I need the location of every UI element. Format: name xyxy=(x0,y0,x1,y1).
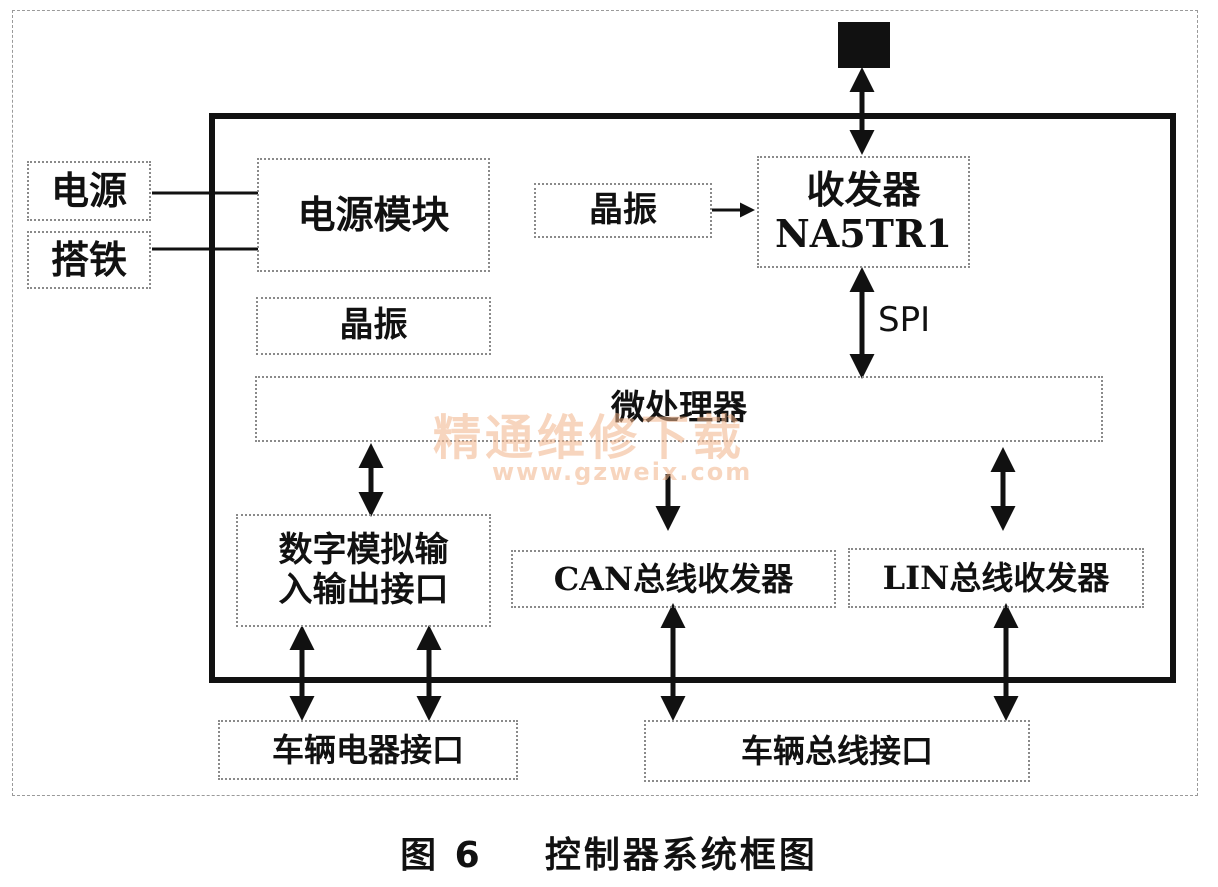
watermark-line2: www.gzweix.com xyxy=(492,458,753,486)
antenna-icon xyxy=(838,22,890,68)
transceiver-label-line2: NA5TR1 xyxy=(775,211,952,256)
lin-transceiver-label: LIN总线收发器 xyxy=(882,558,1110,597)
transceiver-label-line1: 收发器 xyxy=(806,167,921,213)
power-module-label: 电源模块 xyxy=(297,192,450,238)
analog-io-box: 数字模拟输 入输出接口 xyxy=(236,514,491,627)
microprocessor-box: 微处理器 xyxy=(255,376,1103,442)
vehicle-electrical-interface-box: 车辆电器接口 xyxy=(218,720,518,780)
transceiver-box: 收发器 NA5TR1 xyxy=(757,156,970,268)
ground-input-box: 搭铁 xyxy=(27,231,151,289)
controller-board xyxy=(209,113,1176,683)
vehicle-bus-interface-label: 车辆总线接口 xyxy=(740,731,933,770)
power-module-box: 电源模块 xyxy=(257,158,490,272)
analog-io-label-line2: 入输出接口 xyxy=(278,569,449,610)
vehicle-electrical-interface-label: 车辆电器接口 xyxy=(271,730,464,769)
crystal-top-label: 晶振 xyxy=(589,189,657,230)
watermark-line1: 精通维修下载 xyxy=(433,410,746,466)
crystal-left-box: 晶振 xyxy=(256,297,491,355)
lin-transceiver-box: LIN总线收发器 xyxy=(848,548,1144,608)
vehicle-bus-interface-box: 车辆总线接口 xyxy=(644,720,1030,782)
power-input-label: 电源 xyxy=(50,168,127,214)
crystal-left-label: 晶振 xyxy=(339,305,408,346)
spi-label: SPI xyxy=(878,300,931,340)
figure-caption: 图 6 控制器系统框图 xyxy=(400,835,818,876)
ground-input-label: 搭铁 xyxy=(50,237,127,283)
power-input-box: 电源 xyxy=(27,161,151,221)
microprocessor-label: 微处理器 xyxy=(611,388,747,429)
can-transceiver-box: CAN总线收发器 xyxy=(511,550,836,608)
can-transceiver-label: CAN总线收发器 xyxy=(553,559,794,598)
analog-io-label-line1: 数字模拟输 xyxy=(278,530,449,571)
figure-frame xyxy=(12,10,1198,796)
crystal-top-box: 晶振 xyxy=(534,183,712,238)
